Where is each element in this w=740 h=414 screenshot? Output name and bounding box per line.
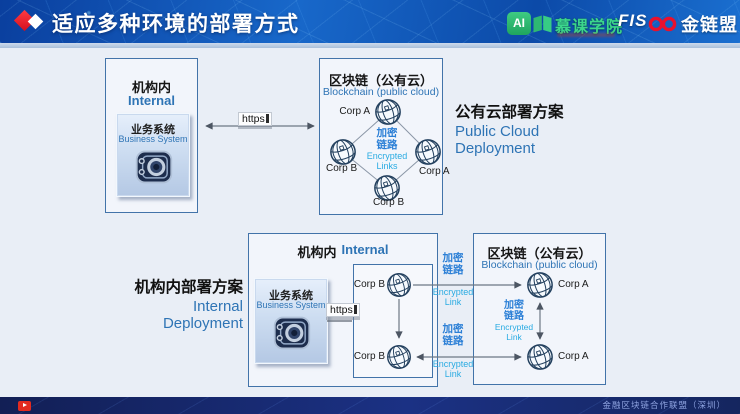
caption-en-1: Public Cloud: [455, 123, 540, 140]
encrypted-link-bottom-en: Encrypted Link: [424, 359, 482, 379]
footer-text: 金融区块链合作联盟（深圳）: [602, 400, 726, 410]
internal-deploy-caption: 机构内部署方案 Internal Deployment: [95, 278, 243, 332]
encrypted-link-vertical-label: 加密 链路 Encrypted Link: [492, 300, 536, 342]
caption-en-2: Deployment: [455, 140, 536, 157]
encrypted-en-1: Encrypted: [366, 151, 408, 161]
encrypted-zh-1: 加密: [442, 323, 464, 335]
top-blockchain-title-zh: 区块链（公有云）: [328, 73, 433, 88]
encrypted-zh-2: 链路: [376, 139, 398, 151]
text-cursor: [265, 114, 269, 123]
encrypted-en-2: Link: [444, 297, 462, 307]
bottom-internal-title-en: Internal: [341, 242, 389, 257]
business-system-label-en: Business System: [118, 134, 188, 144]
globe-icon: [386, 272, 412, 298]
fisco-infinity-icon: [648, 16, 677, 32]
https-label-top: https: [238, 112, 272, 126]
top-blockchain-title-en: Blockchain (public cloud): [322, 86, 440, 98]
bottom-business-system-box: 业务系统 Business System: [254, 278, 328, 364]
https-text: https: [330, 304, 353, 316]
encrypted-links-label: 加密 链路 Encrypted Links: [353, 127, 421, 171]
node-label-corp-b-1: Corp B: [353, 279, 385, 290]
mooc-logo-text: 慕课学院: [555, 19, 624, 36]
encrypted-zh-2: 链路: [504, 311, 524, 322]
encrypted-en-2: Link: [444, 369, 462, 379]
header-bar: 适应多种环境的部署方式 AI 慕课学院 FIS 金链盟: [0, 0, 740, 43]
play-button[interactable]: [18, 400, 31, 411]
caption-zh: 公有云部署方案: [455, 104, 564, 121]
bottom-internal-title: 机构内 Internal: [249, 242, 437, 261]
encrypted-zh-1: 加密: [376, 127, 398, 139]
globe-icon: [386, 344, 412, 370]
node-label-corp-a-1: Corp A: [558, 279, 589, 290]
business-system-label-en: Business System: [256, 300, 326, 310]
top-internal-box: 机构内 Internal 业务系统 Business System: [105, 58, 198, 213]
globe-icon: [526, 343, 554, 371]
encrypted-en-1: Encrypted: [494, 322, 534, 332]
fisco-jinlianmeng-text: 金链盟: [681, 15, 738, 35]
safe-icon: [273, 315, 311, 350]
top-internal-title-en: Internal: [128, 93, 175, 108]
https-text: https: [242, 113, 265, 125]
node-label-corp-a-2: Corp A: [558, 351, 589, 362]
encrypted-en-2: Link: [506, 332, 522, 342]
encrypted-zh-1: 加密: [504, 300, 524, 311]
globe-icon: [526, 271, 554, 299]
open-book-icon: [533, 15, 552, 33]
encrypted-link-bottom-zh: 加密 链路: [430, 323, 476, 347]
play-icon: [22, 403, 27, 407]
mooc-logo-subtext: [557, 33, 615, 37]
top-internal-title-zh: 机构内: [131, 80, 171, 95]
encrypted-link-top-zh: 加密 链路: [430, 252, 476, 276]
text-cursor: [353, 305, 357, 314]
caption-zh: 机构内部署方案: [134, 279, 243, 296]
public-cloud-caption: 公有云部署方案 Public Cloud Deployment: [455, 103, 564, 157]
encrypted-en-1: Encrypted: [432, 287, 474, 297]
fisco-logo-text: FIS: [618, 11, 648, 30]
node-label-corp-b-2: Corp B: [353, 351, 385, 362]
caption-en-1: Internal: [192, 298, 243, 315]
encrypted-zh-1: 加密: [442, 252, 464, 264]
node-label-corp-b-bottom: Corp B: [373, 197, 405, 208]
encrypted-link-top-en: Encrypted Link: [424, 287, 482, 307]
https-label-bottom: https: [326, 303, 360, 317]
node-label-corp-a-right: Corp A: [419, 166, 450, 177]
business-system-label-zh: 业务系统: [269, 290, 313, 302]
header-divider: [0, 43, 740, 48]
encrypted-zh-2: 链路: [442, 264, 464, 276]
globe-icon: [374, 98, 402, 126]
footer-bar: 金融区块链合作联盟（深圳）: [0, 397, 740, 414]
encrypted-en-2: Links: [376, 161, 398, 171]
page-title: 适应多种环境的部署方式: [52, 13, 300, 36]
encrypted-zh-2: 链路: [442, 335, 464, 347]
node-label-corp-b-left: Corp B: [326, 163, 358, 174]
bottom-internal-title-zh: 机构内: [297, 245, 337, 260]
bottom-blockchain-title-en: Blockchain (public cloud): [481, 259, 598, 271]
node-label-corp-a-top: Corp A: [339, 106, 370, 117]
top-business-system-box: 业务系统 Business System: [116, 113, 190, 197]
encrypted-en-1: Encrypted: [432, 359, 474, 369]
safe-icon: [135, 150, 173, 184]
bottom-blockchain-title-zh: 区块链（公有云）: [487, 246, 592, 261]
business-system-label-zh: 业务系统: [131, 124, 175, 136]
caption-en-2: Deployment: [162, 315, 243, 332]
mooc-logo-badge: AI: [507, 12, 531, 35]
